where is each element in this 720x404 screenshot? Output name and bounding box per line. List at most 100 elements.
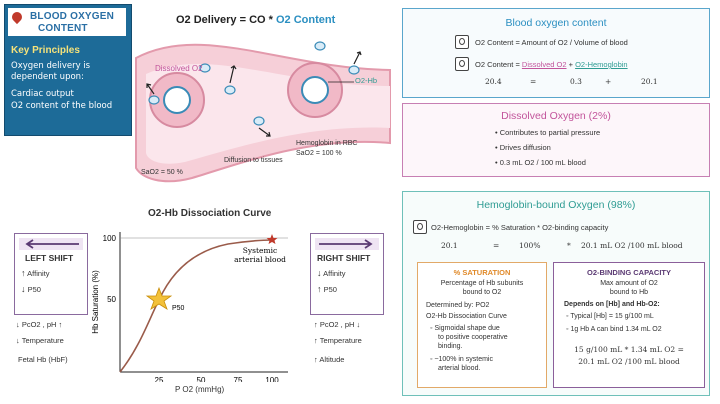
blood-oxygen-panel: Blood oxygen content O2 Content = Amount… [402,8,710,98]
key-line: O2 content of the blood [11,101,113,111]
formula-highlight: O2 Content [275,14,336,26]
hb-v1: 20.1 [441,241,458,250]
delivery-formula: O2 Delivery = CO * O2 Content [176,14,335,26]
left-temp-item: ↓ Temperature [16,336,64,345]
saturation-curve: O2-Hb Dissociation Curve [426,313,507,320]
p50-star-icon [145,286,173,310]
capacity-b2: 1g Hb A can bind 1.34 mL O2 [570,326,662,333]
rbc-right [287,62,343,118]
right-p50-item: ↑ P50 [317,284,337,294]
eq-left: O2 Content = [475,60,522,69]
left-pco2-label: PcO2 , pH [21,320,57,329]
blood-bag-icon [455,57,469,71]
hb-v2: 100% [519,241,541,250]
curve-title: O2-Hb Dissociation Curve [148,208,272,219]
capacity-desc-2: bound to Hb [609,289,649,296]
dissociation-curve [119,239,273,373]
capacity-title: O2-BINDING CAPACITY [586,268,672,277]
dissolved-bullet-text: 0.3 mL O2 / 100 mL blood [499,158,586,167]
arterial-star-icon [266,234,278,244]
sao2-50-label: SaO2 = 50 % [141,169,183,176]
title-box: BLOOD OXYGEN CONTENT [8,8,126,36]
dissolved-bullet-text: Contributes to partial pressure [499,128,601,137]
diffusion-label: Diffusion to tissues [224,157,283,164]
xtick-100: 100 [265,376,279,382]
arterial-label-2: arterial blood [234,255,286,264]
saturation-b1a: Sigmoidal shape due [434,325,500,332]
formula-prefix: O2 Delivery = CO * [176,14,276,26]
saturation-b2a: ~100% in systemic [434,356,493,363]
dissolved-bullet: • Drives diffusion [495,143,551,152]
key-line: Cardiac output [11,89,74,99]
dissolved-o2-label: Dissolved O2 [155,64,203,73]
blood-drop-icon [9,9,25,25]
ytick-50: 50 [107,295,116,304]
xtick-50: 50 [197,376,206,382]
saturation-desc-1: Percentage of Hb subunits [440,280,524,287]
v-eq: = [530,77,537,86]
diffusion-arrows [146,51,362,137]
dissolved-oxygen-panel: Dissolved Oxygen (2%) • Contributes to p… [402,103,710,177]
key-line: dependent upon: [11,72,84,82]
dissolved-panel-title: Dissolved Oxygen (2%) [501,110,611,122]
xtick-75: 75 [234,376,243,382]
curve-xlabel: P O2 (mmHg) [175,385,225,394]
xtick-25: 25 [155,376,164,382]
binding-capacity-box: O2-BINDING CAPACITY Max amount of O2 bou… [553,262,705,388]
hb-bound-panel: Hemoglobin-bound Oxygen (98%) O2-Hemoglo… [402,191,710,396]
capacity-bullet-1: ◦ Typical [Hb] = 15 g/100 mL [566,313,654,320]
title-line-2: CONTENT [38,23,88,34]
right-shift-name: RIGHT SHIFT [317,253,371,263]
v-hb: 20.1 [641,77,658,86]
left-fetal-item: Fetal Hb (HbF) [18,355,68,364]
hemoglobin-label: Hemoglobin in RBC [296,140,358,147]
saturation-b1b: to positive cooperative [438,334,508,341]
left-affinity-item: ↑ Affinity [21,268,50,278]
left-temp-label: Temperature [21,336,64,345]
eq-dissolved: Dissolved O2 [521,60,567,69]
hb-v-eq: = [493,241,500,250]
blood-bag-icon [413,220,427,234]
capacity-bullet-2: ◦ 1g Hb A can bind 1.34 mL O2 [566,326,662,333]
capacity-desc-1: Max amount of O2 [600,280,658,287]
saturation-determined: Determined by: PO2 [426,302,490,309]
right-affinity-label: Affinity [323,269,346,278]
left-shift-box: LEFT SHIFT ↑ Affinity ↓ P50 [14,233,88,315]
o2hb-label: O2-Hb [355,76,378,85]
v-dissolved: 0.3 [570,77,582,86]
right-pco2-label: PcO2 , pH [319,320,355,329]
title-card: BLOOD OXYGEN CONTENT Key Principles Oxyg… [4,4,132,136]
left-p50-item: ↓ P50 [21,284,41,294]
capacity-b1: Typical [Hb] = 15 g/100 mL [570,313,654,320]
hb-v3: 20.1 mL O2 /100 mL blood [581,241,683,250]
p50-label: P50 [172,305,185,312]
dissociation-curve-chart: 100 50 25 50 75 100 P50 Systemic arteria… [91,232,288,382]
saturation-title: % SATURATION [453,268,511,277]
left-pco2-item: ↓ PcO2 , pH ↑ [16,320,63,329]
left-arrow-icon [19,238,83,250]
blood-vessel-illustration [135,41,391,183]
right-affinity-item: ↓ Affinity [317,268,346,278]
arterial-label-1: Systemic [243,246,277,255]
right-temp-label: Temperature [319,336,362,345]
right-p50-label: P50 [323,285,337,294]
left-p50-label: P50 [27,285,41,294]
key-line: Oxygen delivery is [11,61,91,71]
saturation-box: % SATURATION Percentage of Hb subunits b… [417,262,547,388]
ytick-100: 100 [103,234,117,243]
capacity-calc-2: 20.1 mL O2 /100 mL blood [578,357,680,366]
capacity-calc-1: 15 g/100 mL * 1.34 mL O2 = [574,345,684,354]
right-pco2-item: ↑ PcO2 , pH ↓ [314,320,361,329]
v-total: 20.4 [485,77,502,86]
content-equation: O2 Content = Dissolved O2 + O2-Hemoglobi… [475,60,628,69]
curve-ylabel: Hb Saturation (%) [91,270,100,334]
hb-v-times: * [567,241,571,250]
eq-hb: O2-Hemoglobin [575,60,628,69]
saturation-b1c: binding. [438,343,463,350]
left-affinity-label: Affinity [27,269,50,278]
content-definition: O2 Content = Amount of O2 / Volume of bl… [475,38,628,47]
blood-panel-title: Blood oxygen content [505,17,607,29]
saturation-b2b: arterial blood. [438,365,481,372]
right-altitude-item: ↑ Altitude [314,355,345,364]
title-line-1: BLOOD OXYGEN [30,11,115,22]
